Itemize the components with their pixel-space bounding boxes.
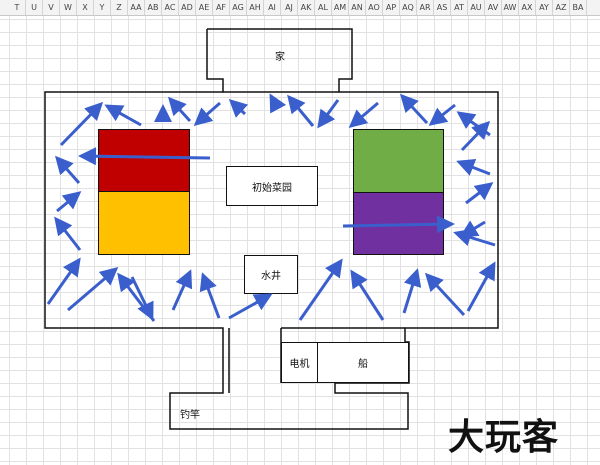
motor-label: 电机 (289, 359, 310, 370)
flow-arrow (424, 272, 466, 317)
flow-arrow (59, 101, 104, 147)
flow-arrow (466, 261, 496, 312)
column-header[interactable]: AL (315, 0, 332, 15)
column-header[interactable]: AH (247, 0, 264, 15)
flow-arrow (460, 120, 491, 152)
column-header[interactable]: AW (502, 0, 519, 15)
garden-label: 初始菜园 (252, 182, 292, 194)
plot-red (98, 129, 190, 192)
flow-arrow (399, 93, 429, 125)
watermark-logo: 大玩客 (448, 417, 560, 458)
garden-box: 初始菜园 (226, 166, 318, 206)
flow-arrow (130, 276, 154, 321)
column-header[interactable]: AK (298, 0, 315, 15)
flow-arrow (342, 215, 455, 234)
column-header[interactable]: BA (570, 0, 587, 15)
flow-arrow (456, 159, 491, 176)
flow-arrow (456, 111, 491, 137)
plot-green (353, 129, 444, 193)
flow-arrow (348, 101, 379, 128)
column-header[interactable]: AZ (553, 0, 570, 15)
rod-label: 钓竿 (180, 410, 200, 421)
column-header[interactable]: AE (196, 0, 213, 15)
flow-arrow (54, 216, 82, 251)
flow-arrow (350, 269, 385, 321)
flow-arrow (56, 191, 82, 213)
column-header[interactable]: AV (485, 0, 502, 15)
plot-yellow (98, 191, 190, 255)
flow-arrow (317, 99, 340, 129)
boat-label: 船 (358, 359, 368, 370)
flow-arrow (269, 93, 287, 114)
column-header[interactable]: AQ (400, 0, 417, 15)
well-box: 水井 (244, 255, 298, 294)
column-header[interactable]: T (9, 0, 26, 15)
column-header[interactable]: W (60, 0, 77, 15)
column-header[interactable]: V (43, 0, 60, 15)
column-header[interactable]: AC (162, 0, 179, 15)
flow-arrow (402, 268, 422, 314)
home-label: 家 (275, 52, 285, 63)
well-label: 水井 (261, 271, 281, 282)
column-header[interactable]: X (77, 0, 94, 15)
flow-arrow (428, 103, 456, 126)
column-header[interactable]: AA (128, 0, 145, 15)
motor-box: 电机 (281, 342, 318, 383)
flow-arrow (459, 220, 486, 238)
column-header[interactable]: AR (417, 0, 434, 15)
flow-arrow (228, 293, 273, 320)
column-header[interactable]: AF (213, 0, 230, 15)
spreadsheet-grid (0, 16, 600, 465)
column-header[interactable]: AO (366, 0, 383, 15)
column-header[interactable]: AN (349, 0, 366, 15)
flow-arrow (46, 257, 81, 305)
column-header[interactable]: U (26, 0, 43, 15)
column-header[interactable]: AI (264, 0, 281, 15)
column-header[interactable]: AU (468, 0, 485, 15)
column-header[interactable]: AD (179, 0, 196, 15)
column-header[interactable]: AT (451, 0, 468, 15)
column-header[interactable]: Y (94, 0, 111, 15)
column-header[interactable]: AB (145, 0, 162, 15)
column-header[interactable]: AS (434, 0, 451, 15)
flow-arrow (171, 269, 193, 311)
column-header[interactable]: AM (332, 0, 349, 15)
column-header[interactable]: AJ (281, 0, 298, 15)
flow-arrow (167, 96, 192, 123)
flow-arrow (465, 182, 494, 205)
flow-arrow (55, 155, 81, 184)
column-header[interactable]: AX (519, 0, 536, 15)
boat-box: 船 (317, 342, 409, 383)
flow-arrow (193, 101, 221, 126)
column-header[interactable]: AG (230, 0, 247, 15)
flow-arrow (104, 104, 142, 127)
flow-arrow (228, 98, 249, 118)
flow-arrow (298, 258, 343, 321)
column-header[interactable]: Z (111, 0, 128, 15)
flow-arrow (67, 267, 119, 312)
column-header[interactable]: AP (383, 0, 400, 15)
flow-arrow (78, 147, 211, 166)
flow-arrow (199, 272, 221, 319)
column-header[interactable]: AY (536, 0, 553, 15)
flow-arrow (287, 94, 315, 127)
